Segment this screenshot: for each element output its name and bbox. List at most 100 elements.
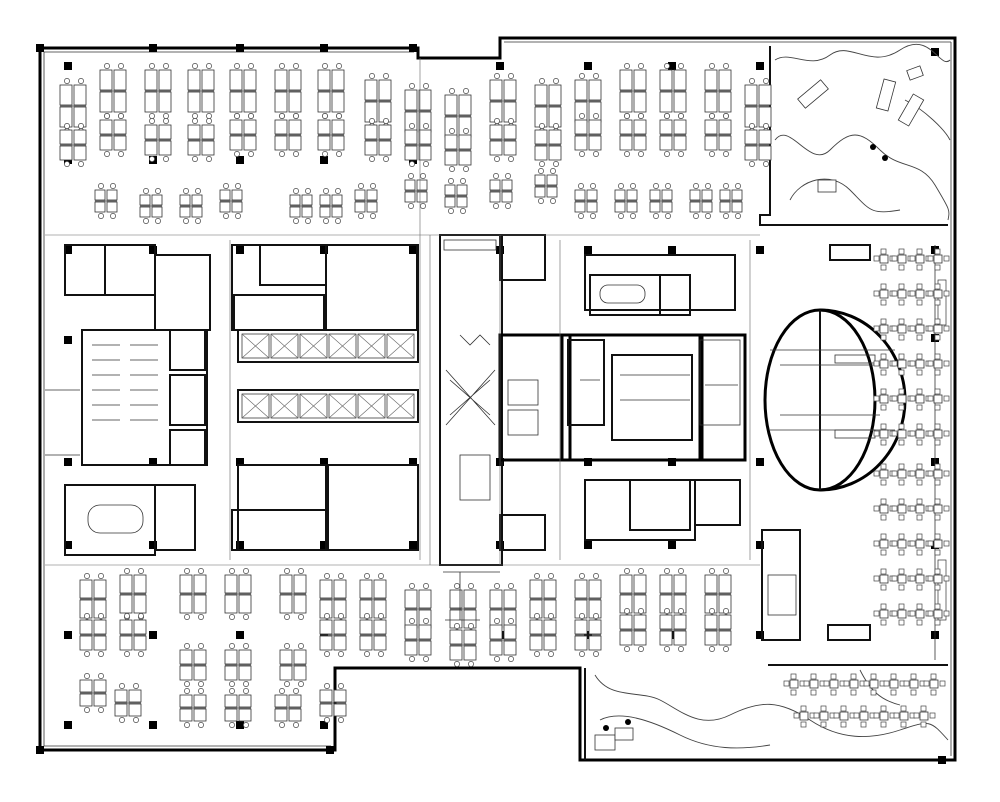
chair xyxy=(638,151,644,157)
column-marker xyxy=(149,246,157,254)
desk xyxy=(543,619,557,635)
lounge-set xyxy=(843,673,866,696)
lounge-chair xyxy=(909,575,916,582)
desk xyxy=(614,189,626,201)
desk xyxy=(704,69,718,91)
desk xyxy=(201,124,215,140)
desk xyxy=(59,145,73,161)
workstation-cluster xyxy=(144,63,172,119)
desk xyxy=(289,206,301,218)
desk xyxy=(201,140,215,156)
chair xyxy=(468,661,474,667)
desk xyxy=(243,91,257,113)
lounge-chair xyxy=(898,388,905,395)
lounge-set xyxy=(927,248,950,271)
chair xyxy=(378,613,384,619)
chair xyxy=(423,656,429,662)
desk xyxy=(331,91,345,113)
desk xyxy=(373,619,387,635)
desk xyxy=(633,91,647,113)
desk xyxy=(301,194,313,206)
workstation-cluster xyxy=(289,188,313,224)
chair xyxy=(183,188,189,194)
desk xyxy=(288,694,302,708)
desk xyxy=(548,129,562,145)
chair xyxy=(184,568,190,574)
lounge-table xyxy=(799,711,809,721)
chair xyxy=(323,188,329,194)
lounge-chair xyxy=(880,498,887,505)
desk xyxy=(704,614,718,630)
top-terrace-paths xyxy=(774,43,951,221)
workstation-cluster xyxy=(574,613,602,657)
lounge-chair xyxy=(927,505,934,512)
desk xyxy=(418,640,432,656)
desk xyxy=(317,119,331,135)
workstation-cluster xyxy=(219,183,243,219)
chair xyxy=(383,118,389,124)
desk xyxy=(534,145,548,161)
chair xyxy=(184,614,190,620)
chair xyxy=(369,73,375,79)
desk xyxy=(444,116,458,138)
lounge-table xyxy=(897,469,907,479)
chair xyxy=(293,722,299,728)
desk xyxy=(503,589,517,609)
desk xyxy=(201,69,215,91)
lounge-chair xyxy=(813,712,820,719)
lounge-chair xyxy=(916,264,923,271)
lounge-chair xyxy=(916,318,923,325)
chair xyxy=(293,688,299,694)
elevator-cell xyxy=(270,393,299,419)
chair xyxy=(494,656,500,662)
chair xyxy=(155,218,161,224)
chair xyxy=(664,151,670,157)
workstation-cluster xyxy=(404,123,432,167)
elevator-cross xyxy=(328,393,357,419)
desk xyxy=(404,624,418,640)
lounge-table xyxy=(933,289,943,299)
right-core xyxy=(498,333,747,462)
desk xyxy=(731,189,743,201)
lounge-chair xyxy=(890,689,897,696)
column-marker xyxy=(584,541,592,549)
chair xyxy=(539,161,545,167)
column-marker xyxy=(64,721,72,729)
column-marker xyxy=(236,246,244,254)
desk xyxy=(293,649,307,665)
desk xyxy=(546,186,558,198)
desk xyxy=(106,201,118,213)
lounge-chair xyxy=(943,360,950,367)
elevator-cross xyxy=(299,333,328,359)
column-marker xyxy=(236,458,244,466)
chair xyxy=(358,213,364,219)
chair xyxy=(338,573,344,579)
lounge-chair xyxy=(891,360,898,367)
lounge-chair xyxy=(880,388,887,395)
lounge-chair xyxy=(891,575,898,582)
column-marker xyxy=(236,44,244,52)
chair xyxy=(678,63,684,69)
chair xyxy=(229,568,235,574)
chair xyxy=(409,83,415,89)
building-outline xyxy=(38,36,957,762)
lounge-table xyxy=(909,679,919,689)
lounge-seating-groups xyxy=(783,248,950,728)
chair xyxy=(98,213,104,219)
chair xyxy=(590,213,596,219)
desk xyxy=(758,84,772,106)
desk xyxy=(219,189,231,201)
workstation-cluster xyxy=(59,123,87,167)
lounge-table xyxy=(915,394,925,404)
desk xyxy=(288,119,302,135)
chair xyxy=(624,151,630,157)
chair xyxy=(335,218,341,224)
lounge-table xyxy=(897,394,907,404)
chair xyxy=(369,118,375,124)
lounge-chair xyxy=(891,505,898,512)
desk xyxy=(364,79,378,101)
desk xyxy=(229,69,243,91)
desk xyxy=(158,69,172,91)
lounge-table xyxy=(849,679,859,689)
lounge-set xyxy=(927,388,950,411)
